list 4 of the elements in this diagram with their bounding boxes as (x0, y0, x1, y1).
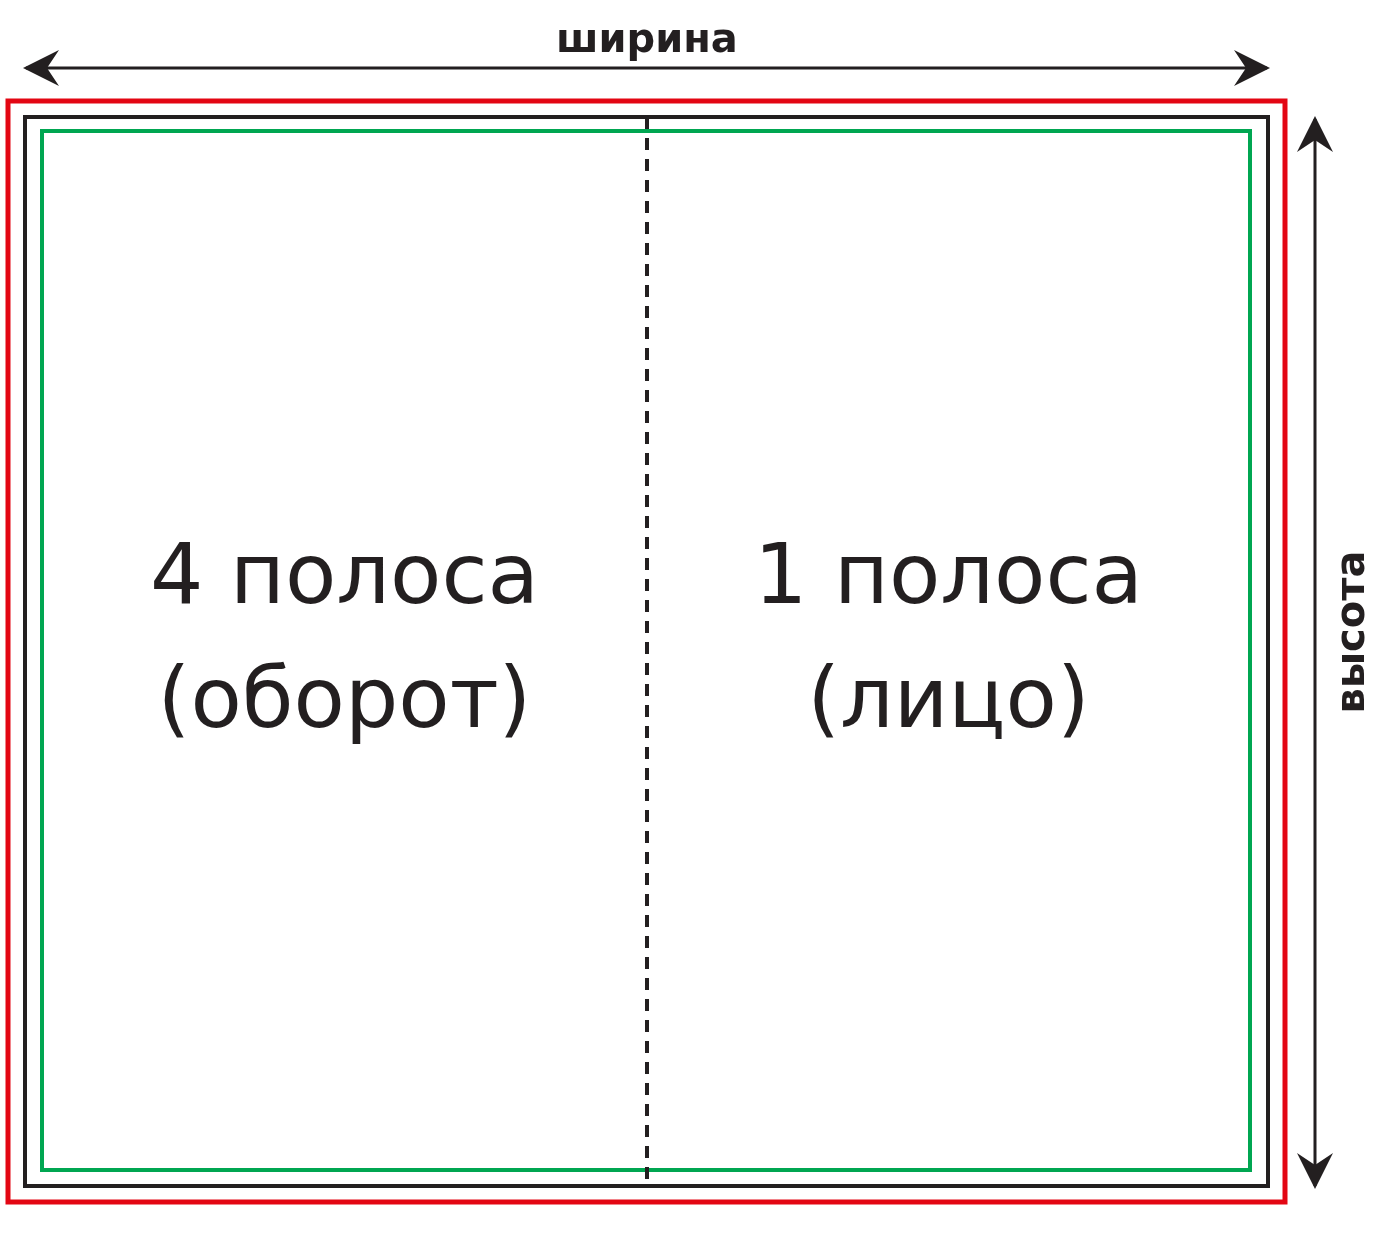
page-label: 1 полоса (лицо) (752, 523, 1145, 749)
dimension-label: ширина (556, 15, 738, 61)
page-label: 4 полоса (оборот) (148, 523, 541, 749)
dimension-label: высота (1326, 550, 1373, 714)
